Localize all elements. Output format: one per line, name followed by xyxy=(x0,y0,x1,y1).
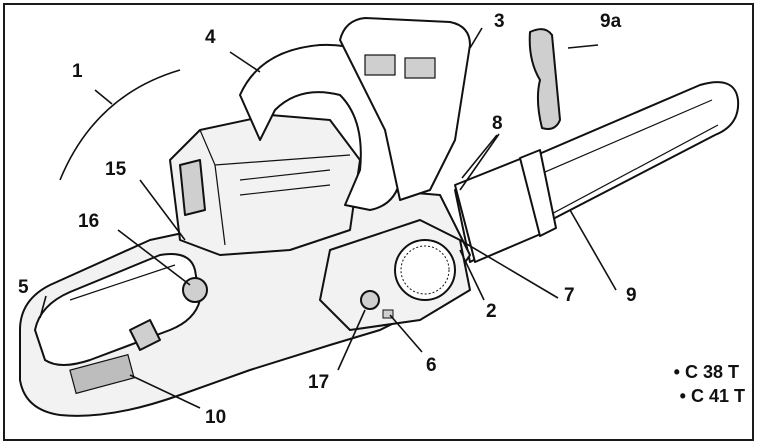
guide-bar xyxy=(454,81,740,263)
callout-3: 3 xyxy=(494,11,505,32)
callout-1: 1 xyxy=(72,61,83,82)
callout-10: 10 xyxy=(205,407,227,428)
diagram-frame xyxy=(3,3,754,441)
model-list: • C 38 T • C 41 T xyxy=(674,360,745,408)
callout-8: 8 xyxy=(492,113,503,134)
model-item: • C 38 T xyxy=(673,362,739,382)
callout-5: 5 xyxy=(18,277,29,298)
callout-4: 4 xyxy=(205,27,216,48)
leader-lines xyxy=(39,27,617,409)
sprocket-cover xyxy=(319,219,471,331)
callout-17: 17 xyxy=(308,372,330,393)
callout-6: 6 xyxy=(426,355,437,376)
model-item: • C 41 T xyxy=(679,386,745,406)
bar-cover-part xyxy=(528,28,561,130)
hand-guard xyxy=(339,17,471,201)
engine-cover xyxy=(169,114,361,256)
callout-9: 9 xyxy=(626,285,637,306)
bar-nut xyxy=(360,290,380,310)
arc-indicator xyxy=(59,69,181,181)
callout-15: 15 xyxy=(105,159,127,180)
callout-9a: 9a xyxy=(600,11,622,32)
choke-lever xyxy=(179,159,206,216)
front-handle xyxy=(239,43,401,211)
decal-label xyxy=(69,353,135,395)
callout-7: 7 xyxy=(564,285,575,306)
callout-2: 2 xyxy=(486,301,497,322)
callout-16: 16 xyxy=(78,211,100,232)
